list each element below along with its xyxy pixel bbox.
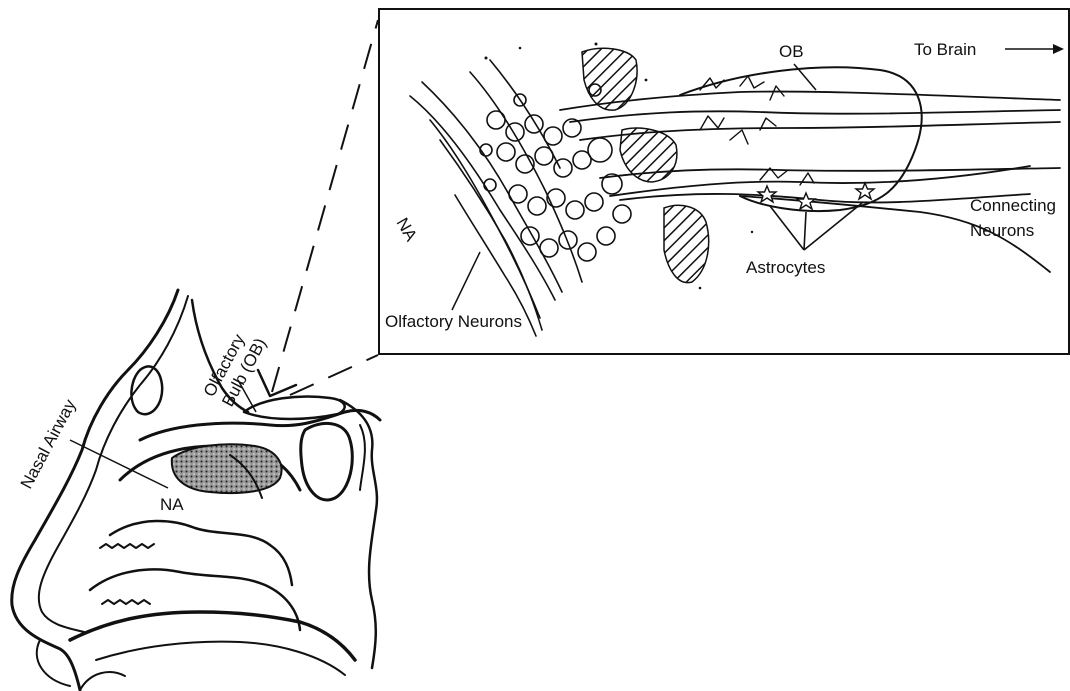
label-to-brain: To Brain (914, 40, 976, 59)
head-cross-section (12, 290, 380, 690)
nasal-floor (70, 612, 355, 660)
zoom-dashed-line-upper (272, 20, 378, 392)
zoom-connector (258, 20, 378, 396)
nose-profile-inner (39, 296, 188, 632)
palate-lower (96, 642, 345, 675)
inset-panel: OB To Brain NA Connecting Neurons Astroc… (379, 9, 1069, 354)
label-olfactory-neurons: Olfactory Neurons (385, 312, 522, 331)
sphenoid-sinus (301, 423, 353, 500)
skull-base-posterior (340, 400, 377, 668)
olfactory-mucosa (172, 444, 282, 493)
cribriform-plate (140, 410, 380, 440)
label-connecting-neurons-line2: Neurons (970, 221, 1034, 240)
skull-inner-line (360, 425, 365, 490)
zoom-dashed-line-lower (290, 355, 378, 395)
lips (37, 640, 125, 690)
turbinate-ridges (100, 544, 154, 604)
olfactory-bulb-shape (244, 397, 345, 419)
label-na-head: NA (160, 495, 184, 514)
label-ob: OB (779, 42, 804, 61)
label-connecting-neurons-line1: Connecting (970, 196, 1056, 215)
bone-fragment-3 (664, 205, 709, 282)
label-astrocytes: Astrocytes (746, 258, 825, 277)
